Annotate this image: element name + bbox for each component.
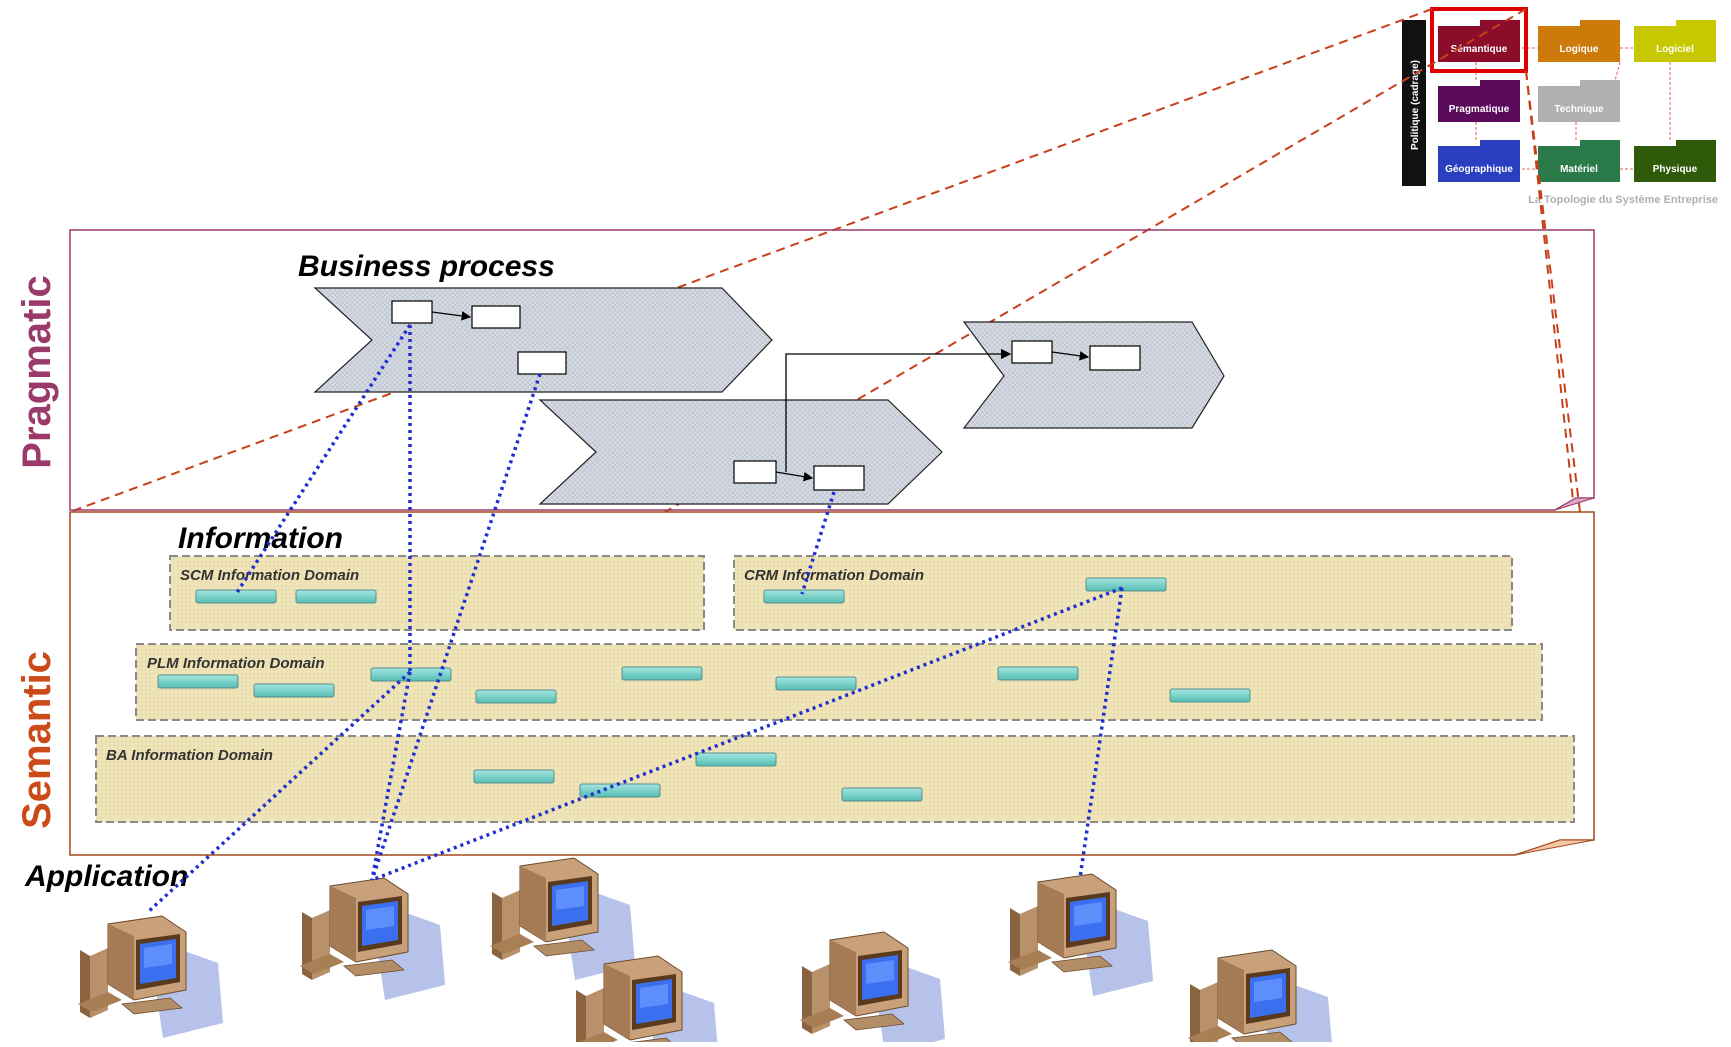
computer-icon: [78, 915, 223, 1038]
topo-box-geographique: Géographique: [1438, 140, 1520, 182]
computer-icon: [300, 877, 445, 1000]
svg-text:Technique: Technique: [1554, 104, 1604, 115]
information-entity: [253, 683, 335, 698]
information-entity: [475, 689, 557, 704]
process-chevron-1: [313, 287, 773, 393]
application-computers: [78, 857, 1333, 1047]
svg-text:Sémantique: Sémantique: [1451, 44, 1508, 55]
svg-text:Géographique: Géographique: [1445, 164, 1513, 175]
computer-icon: [1008, 873, 1153, 996]
semantic-label: Semantic: [15, 651, 59, 829]
mapping-link: [1078, 587, 1124, 879]
topo-box-physique: Physique: [1634, 140, 1716, 182]
semantic-fold: [1514, 839, 1595, 856]
information-entity: [621, 666, 703, 681]
computer-icon: [574, 955, 718, 1047]
topo-box-semantique: Sémantique: [1438, 20, 1520, 62]
semantic-layer: Semantic: [15, 511, 1595, 856]
computer-icon: [490, 857, 635, 980]
pragmatic-layer: Pragmatic: [15, 229, 1595, 511]
svg-text:Pragmatique: Pragmatique: [1449, 104, 1510, 115]
computer-icon: [1188, 949, 1333, 1047]
svg-text:Logique: Logique: [1560, 44, 1599, 55]
domain-ba-label: BA Information Domain: [106, 747, 273, 764]
information-entities: [157, 577, 1251, 802]
mapping-links: [146, 324, 1124, 914]
topo-box-technique: Technique: [1538, 80, 1620, 122]
svg-text:Physique: Physique: [1653, 164, 1698, 175]
mapping-link: [371, 586, 1123, 882]
svg-text:Matériel: Matériel: [1560, 164, 1598, 175]
politique-label: Politique (cadrage): [1410, 60, 1421, 150]
domain-crm-label: CRM Information Domain: [744, 567, 924, 584]
topology-title: La Topologie du Système Entreprise: [1528, 194, 1718, 206]
process-step: [1089, 345, 1141, 371]
information-entity: [473, 769, 555, 784]
information-entity: [295, 589, 377, 604]
information-entity: [1169, 688, 1251, 703]
topo-box-logiciel: Logiciel: [1634, 20, 1716, 62]
process-chevron-3: [962, 321, 1225, 429]
domain-crm: CRM Information Domain: [733, 555, 1513, 631]
topo-box-logique: Logique: [1538, 20, 1620, 62]
svg-text:Logiciel: Logiciel: [1656, 44, 1694, 55]
information-entity: [695, 752, 777, 767]
domain-ba: BA Information Domain: [95, 735, 1575, 823]
process-step: [471, 305, 521, 329]
selected-highlight: [1430, 7, 1528, 73]
pragmatic-fold: [1554, 497, 1595, 511]
process-step: [1011, 340, 1053, 364]
process-step: [733, 460, 777, 484]
topology-panel: Politique (cadrage) Sémantique Logique L…: [1402, 7, 1718, 206]
domain-plm-label: PLM Information Domain: [147, 655, 325, 672]
process-chevron-2: [538, 399, 943, 505]
topo-box-pragmatique: Pragmatique: [1438, 80, 1520, 122]
business-process-heading: Business process: [298, 250, 555, 283]
information-entity: [1085, 577, 1167, 592]
information-entity: [763, 589, 845, 604]
information-entity: [841, 787, 923, 802]
computer-icon: [800, 931, 945, 1047]
topo-box-materiel: Matériel: [1538, 140, 1620, 182]
process-step: [813, 465, 865, 491]
information-heading: Information: [178, 522, 343, 555]
mapping-link: [234, 324, 412, 595]
mapping-link: [370, 671, 412, 881]
information-entity: [157, 674, 239, 689]
application-heading: Application: [24, 860, 188, 893]
politique-bar: [1402, 20, 1426, 186]
mapping-link: [370, 373, 542, 881]
process-step: [391, 300, 433, 324]
process-step: [517, 351, 567, 375]
information-entity: [997, 666, 1079, 681]
mapping-link: [146, 670, 412, 914]
process-flow-link: [785, 348, 1012, 472]
domain-scm-label: SCM Information Domain: [180, 567, 359, 584]
information-entity: [195, 589, 277, 604]
pragmatic-label: Pragmatic: [15, 275, 59, 468]
information-entity: [579, 783, 661, 798]
information-entity: [775, 676, 857, 691]
